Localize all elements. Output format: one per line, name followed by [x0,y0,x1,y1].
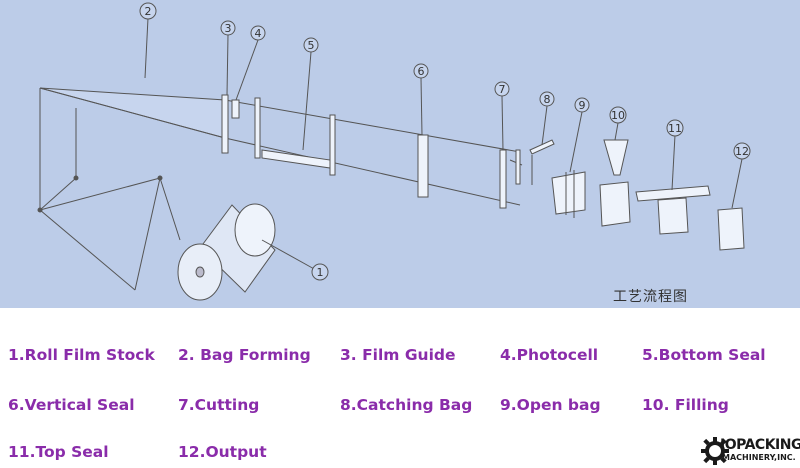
callout-3: 3 [225,22,232,35]
output-bag [717,207,745,251]
top-seal [635,185,711,202]
callout-7: 7 [499,83,506,96]
legend-item: 9.Open bag [500,396,601,414]
legend-item: 8.Catching Bag [340,396,473,414]
callout-5: 5 [308,39,315,52]
logo-line2: MACHINERY,INC. [722,453,796,462]
legend-item: 1.Roll Film Stock [8,346,155,364]
legend-item: 4.Photocell [500,346,599,364]
legend-item: 6.Vertical Seal [8,396,135,414]
callout-8: 8 [544,93,551,106]
legend-item: 7.Cutting [178,396,260,414]
open-bag [551,171,586,215]
film-guide [221,94,229,154]
logo-line1: IOPACKING [720,437,800,453]
callout-6: 6 [418,65,425,78]
photocell [231,99,240,119]
filling-funnel [603,139,629,176]
callout-12: 12 [735,145,749,158]
vertical-seal [417,134,429,198]
legend-item: 10. Filling [642,396,729,414]
cutter [499,149,507,209]
roll-film-stock [177,203,276,301]
diagram-caption: 工艺流程图 [613,289,688,305]
callout-11: 11 [668,122,682,135]
machine-drawing: 2 3 4 5 6 7 8 9 10 11 12 1 [37,2,751,301]
callout-1: 1 [317,266,324,279]
gear-icon [701,437,729,465]
callout-2: 2 [145,5,152,18]
company-logo: IOPACKING MACHINERY,INC. [700,436,800,466]
legend-item: 5.Bottom Seal [642,346,766,364]
legend-item: 2. Bag Forming [178,346,311,364]
callout-9: 9 [579,99,586,112]
legend-item: 3. Film Guide [340,346,456,364]
callout-4: 4 [255,27,262,40]
callout-10: 10 [611,109,625,122]
catching-bag [529,139,555,155]
legend-item: 11.Top Seal [8,443,109,461]
legend: 1.Roll Film Stock 2. Bag Forming 3. Film… [0,308,800,468]
process-diagram: 2 3 4 5 6 7 8 9 10 11 12 1 工艺流程图 [0,0,800,308]
bottom-seal [261,149,331,169]
legend-item: 12.Output [178,443,267,461]
